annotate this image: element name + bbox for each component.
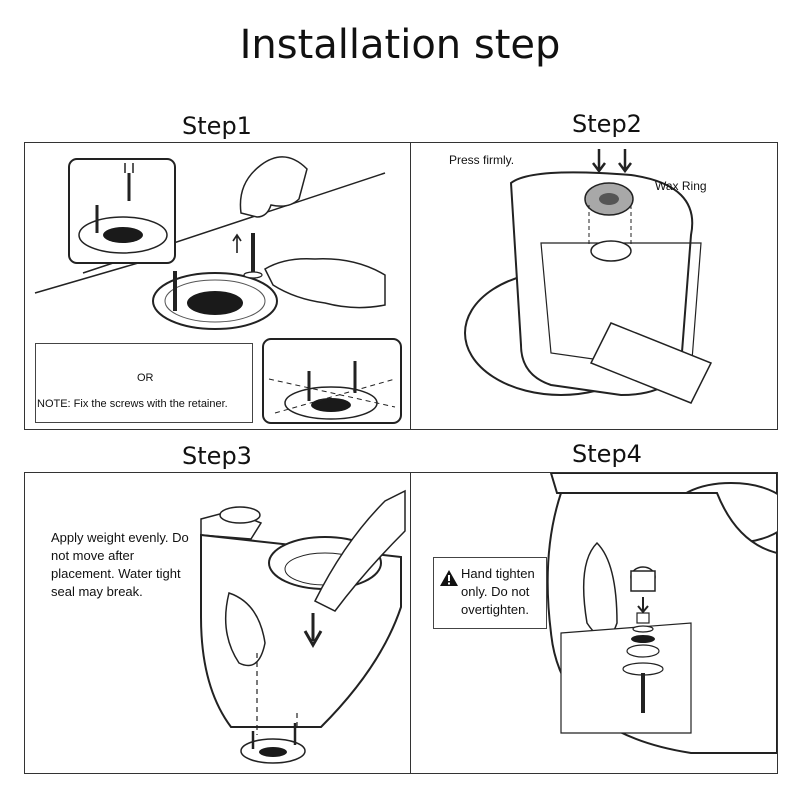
diagram-title: Installation step	[0, 22, 800, 68]
step3-label: Step3	[22, 442, 412, 470]
washer	[633, 626, 653, 632]
step1-label: Step1	[22, 112, 412, 140]
horn-outlet	[591, 241, 631, 261]
step3-illustration	[25, 473, 411, 773]
tank-inlet	[220, 507, 260, 523]
step2-illustration	[411, 143, 777, 429]
warning-text: Hand tighten only. Do not overtighten.	[461, 565, 547, 619]
step4-panel: Hand tighten only. Do not overtighten.	[410, 472, 778, 774]
press-instruction: Press firmly.	[449, 151, 514, 169]
wax-ring-hole	[599, 193, 619, 205]
hex-nut	[637, 613, 649, 623]
hand-left	[240, 157, 307, 217]
hand-right	[265, 259, 385, 308]
weight-instruction: Apply weight evenly. Do not move after p…	[51, 529, 201, 601]
wax-ring-callout: Wax Ring	[655, 177, 707, 195]
step2-label: Step2	[412, 110, 800, 138]
step2-panel: Press firmly. Wax Ring	[410, 142, 778, 430]
or-label: OR	[137, 369, 154, 387]
floor-edge-line-2	[35, 261, 145, 293]
step1-panel: OR NOTE: Fix the screws with the retaine…	[24, 142, 412, 430]
bolt-cap-body	[631, 571, 655, 591]
flange-drain-hole	[187, 291, 243, 315]
rubber-washer	[631, 635, 655, 643]
retainer-note: NOTE: Fix the screws with the retainer.	[37, 395, 228, 413]
up-arrow-icon	[233, 235, 241, 253]
step3-panel: Apply weight evenly. Do not move after p…	[24, 472, 412, 774]
press-arrow-left-icon	[593, 149, 605, 171]
inset-flange-hole	[103, 227, 143, 243]
cutaway-window	[561, 623, 691, 733]
press-arrow-right-icon	[619, 149, 631, 171]
bolt-retainer-washer	[244, 272, 262, 278]
warning-icon	[439, 569, 459, 587]
step4-label: Step4	[412, 440, 800, 468]
floor-flange-hole	[259, 747, 287, 757]
retainer-washer	[627, 645, 659, 657]
detail-flange-hole	[311, 398, 351, 412]
